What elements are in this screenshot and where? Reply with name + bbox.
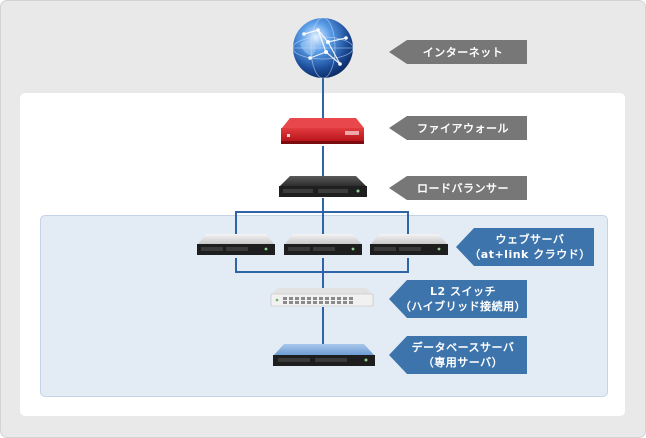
web-server-3-icon [370, 234, 448, 255]
l2-switch-label: L2 スイッチ （ハイブリッド接続用） [389, 280, 527, 318]
load-balancer-icon [279, 176, 367, 197]
load-balancer-label-text: ロードバランサー [417, 181, 509, 195]
internet-label: インターネット [389, 40, 527, 64]
globe-icon [292, 17, 354, 79]
web-server-label: ウェブサーバ （at+link クラウド） [456, 228, 594, 266]
web-server-1-icon [197, 234, 275, 255]
database-server-label-line2: （専用サーバ） [422, 356, 504, 369]
internet-label-text: インターネット [422, 45, 504, 59]
web-server-2-icon [284, 234, 362, 255]
l2-switch-label-line2: （ハイブリッド接続用） [399, 300, 527, 313]
firewall-label-text: ファイアウォール [417, 121, 509, 135]
firewall-label: ファイアウォール [389, 116, 527, 140]
database-server-label: データベースサーバ （専用サーバ） [389, 336, 527, 374]
connector-lines [235, 78, 409, 348]
network-switch-icon [270, 288, 374, 307]
firewall-appliance-icon [281, 118, 364, 144]
load-balancer-label: ロードバランサー [389, 176, 527, 200]
web-server-label-line2: （at+link クラウド） [469, 248, 591, 261]
l2-switch-label-line1: L2 スイッチ [430, 285, 496, 298]
database-server-icon [273, 344, 375, 366]
web-server-label-line1: ウェブサーバ [495, 233, 565, 246]
database-server-label-line1: データベースサーバ [411, 341, 515, 354]
